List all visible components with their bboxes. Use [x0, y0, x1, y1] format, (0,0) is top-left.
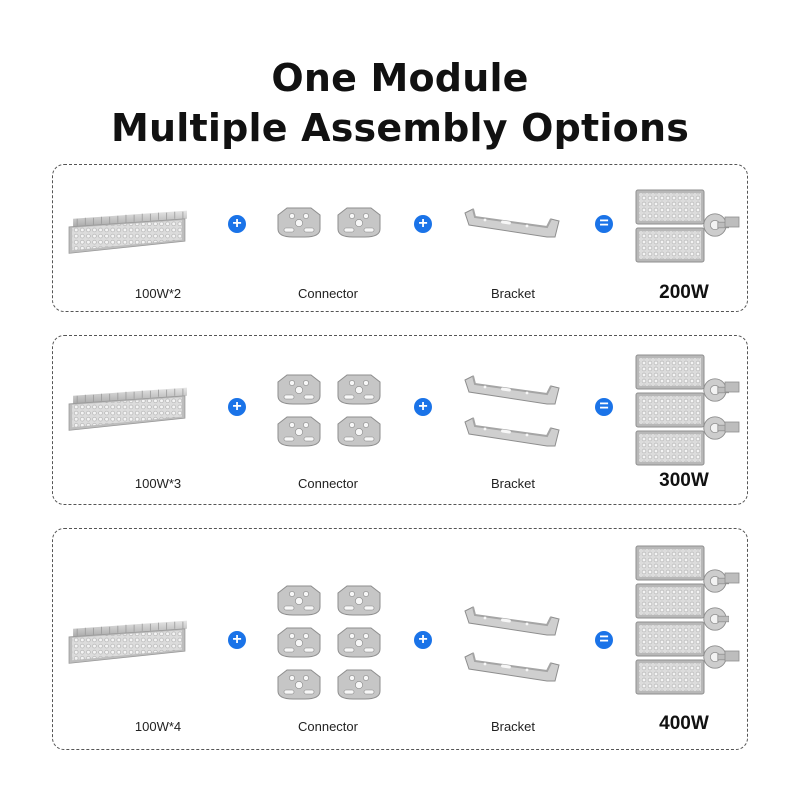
connector-image: [275, 625, 323, 659]
connector-label: Connector: [298, 719, 358, 734]
assembly-row-200w: + + = 100W*2 Connector Bracket 200W: [52, 164, 748, 312]
connector-image: [335, 414, 383, 448]
connector-label: Connector: [298, 476, 358, 491]
led-module-image: [67, 384, 189, 434]
connector-image: [275, 414, 323, 448]
bracket-image: [461, 207, 561, 239]
equals-circle-icon: =: [595, 631, 613, 649]
assembly-row-400w: + + = 100W*4 Connector Bracket 400W: [52, 528, 748, 750]
bracket-image: [461, 605, 561, 637]
connector-image: [275, 372, 323, 406]
connector-label: Connector: [298, 286, 358, 301]
connector-image: [335, 625, 383, 659]
assembly-row-300w: + + = 100W*3 Connector Bracket 300W: [52, 335, 748, 505]
equals-circle-icon: =: [595, 398, 613, 416]
connector-image: [335, 583, 383, 617]
connector-image: [335, 205, 383, 239]
assembled-300w-light-image: [635, 354, 740, 466]
result-wattage: 400W: [659, 713, 709, 734]
bracket-label: Bracket: [490, 286, 536, 301]
plus-circle-icon: +: [228, 398, 246, 416]
module-label: 100W*3: [134, 476, 182, 491]
assembled-200w-light-image: [635, 189, 740, 263]
plus-circle-icon: +: [228, 631, 246, 649]
bracket-image: [461, 651, 561, 683]
equals-circle-icon: =: [595, 215, 613, 233]
connector-image: [275, 667, 323, 701]
plus-circle-icon: +: [228, 215, 246, 233]
bracket-image: [461, 416, 561, 448]
result-wattage: 300W: [659, 470, 709, 491]
plus-circle-icon: +: [414, 631, 432, 649]
connector-image: [335, 667, 383, 701]
connector-image: [335, 372, 383, 406]
module-label: 100W*2: [134, 286, 182, 301]
plus-circle-icon: +: [414, 215, 432, 233]
connector-image: [275, 583, 323, 617]
page-title-line-2: Multiple Assembly Options: [110, 106, 690, 150]
assembled-400w-light-image: [635, 545, 740, 695]
result-wattage: 200W: [659, 282, 709, 303]
plus-circle-icon: +: [414, 398, 432, 416]
led-module-image: [67, 207, 189, 257]
led-module-image: [67, 617, 189, 667]
bracket-label: Bracket: [490, 719, 536, 734]
connector-image: [275, 205, 323, 239]
bracket-image: [461, 374, 561, 406]
module-label: 100W*4: [134, 719, 182, 734]
page-title-line-1: One Module: [271, 56, 529, 100]
bracket-label: Bracket: [490, 476, 536, 491]
